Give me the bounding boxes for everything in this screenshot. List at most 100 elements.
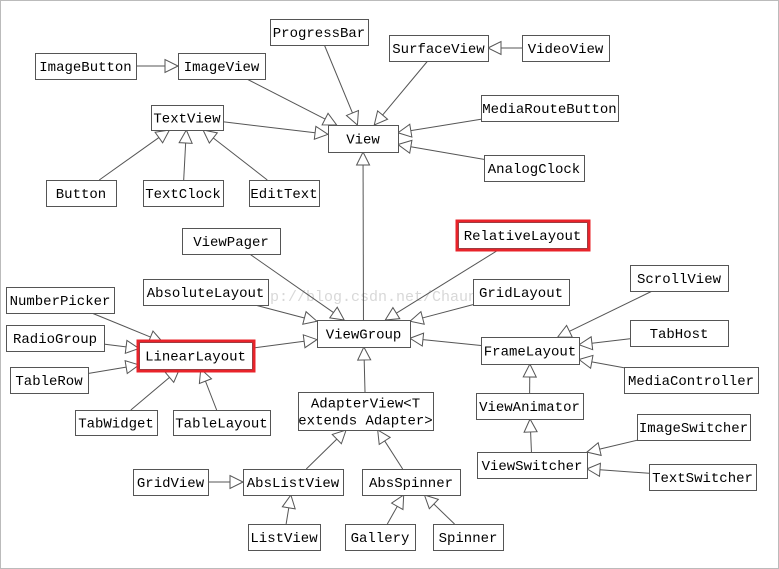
inheritance-arrowhead	[373, 109, 389, 126]
class-node-text-clock: TextClock	[143, 180, 224, 207]
edge-line	[98, 137, 160, 181]
inheritance-arrowhead	[408, 310, 425, 325]
class-node-tab-host: TabHost	[630, 320, 729, 347]
inheritance-arrowhead	[202, 129, 219, 145]
class-box	[243, 469, 344, 496]
edge-line	[204, 380, 218, 411]
class-node-view-switcher: ViewSwitcher	[477, 452, 588, 479]
class-node-frame-layout: FrameLayout	[481, 337, 580, 365]
class-box	[249, 180, 320, 207]
class-node-view-group: ViewGroup	[317, 320, 411, 348]
edge-progress-bar-to-view	[323, 44, 360, 127]
edge-line	[591, 361, 625, 369]
class-node-image-view: ImageView	[178, 53, 266, 80]
class-label: AnalogClock	[488, 162, 580, 178]
class-label: TextSwitcher	[652, 471, 753, 487]
inheritance-arrowhead	[396, 123, 413, 138]
inheritance-arrowhead	[486, 40, 502, 56]
class-box	[458, 222, 588, 249]
class-label: AbsListView	[247, 476, 340, 492]
class-box	[328, 125, 399, 153]
edge-media-route-button-to-view	[396, 118, 482, 138]
watermark: http://blog.csdn.net/ChaunYiYong	[243, 289, 531, 306]
class-label: ImageButton	[39, 60, 131, 76]
class-box	[630, 320, 729, 347]
inheritance-arrowhead	[408, 332, 425, 347]
edge-media-controller-to-frame-layout	[577, 354, 625, 370]
class-label: MediaController	[628, 374, 754, 390]
inheritance-arrowhead	[328, 306, 346, 321]
edge-surface-view-to-view	[373, 60, 429, 126]
class-node-text-view: TextView	[151, 105, 224, 131]
inheritance-arrowhead	[384, 306, 401, 321]
inheritance-arrowhead	[154, 129, 171, 144]
class-label: EditText	[250, 187, 317, 203]
class-node-view: View	[328, 125, 399, 153]
class-box	[630, 265, 729, 292]
edge-text-clock-to-text-view	[178, 128, 193, 181]
class-box	[649, 464, 757, 491]
class-box	[151, 105, 224, 131]
class-label: View	[346, 133, 380, 149]
class-box	[481, 337, 580, 365]
inheritance-arrowhead	[577, 335, 594, 351]
class-label: extends Adapter>	[298, 414, 432, 430]
edge-button-to-text-view	[98, 129, 171, 181]
edge-view-pager-to-view-group	[249, 253, 346, 321]
edge-gallery-to-abs-spinner	[386, 494, 405, 525]
class-node-edit-text: EditText	[249, 180, 320, 207]
edge-line	[213, 137, 268, 181]
class-node-grid-view: GridView	[133, 469, 209, 496]
class-label: ImageSwitcher	[639, 421, 748, 437]
class-box	[298, 392, 434, 431]
class-label: FrameLayout	[484, 345, 576, 361]
inheritance-arrowhead	[345, 109, 360, 127]
class-node-list-view: ListView	[248, 524, 321, 551]
class-node-linear-layout: LinearLayout	[136, 339, 256, 373]
edge-table-row-to-linear-layout	[87, 359, 141, 375]
edge-line	[87, 366, 127, 374]
edge-line	[591, 338, 631, 344]
edge-line	[363, 359, 366, 393]
class-label: TabHost	[650, 327, 709, 343]
class-node-tab-widget: TabWidget	[75, 410, 158, 436]
edge-grid-view-to-abs-list-view	[208, 474, 245, 490]
class-box	[317, 320, 411, 348]
class-label: VideoView	[528, 42, 604, 58]
class-node-text-switcher: TextSwitcher	[649, 464, 757, 491]
inheritance-arrowhead	[585, 462, 601, 478]
edge-image-view-to-view	[246, 78, 338, 126]
class-node-abs-list-view: AbsListView	[243, 469, 344, 496]
class-box	[484, 155, 585, 182]
inheritance-arrowhead	[229, 474, 245, 490]
inheritance-arrowhead	[396, 139, 413, 155]
edge-line	[410, 118, 482, 132]
class-label: ViewAnimator	[479, 400, 580, 416]
inheritance-arrowhead	[124, 339, 141, 355]
class-node-gallery: Gallery	[345, 524, 416, 551]
edge-line	[183, 142, 187, 181]
edge-line	[386, 506, 398, 525]
edge-line	[305, 438, 338, 470]
class-node-analog-clock: AnalogClock	[484, 155, 585, 182]
inheritance-arrowhead	[522, 362, 538, 378]
edge-line	[130, 376, 170, 411]
edge-image-switcher-to-view-switcher	[585, 439, 639, 457]
class-box	[637, 414, 751, 441]
inheritance-arrowhead	[331, 429, 347, 445]
edge-line	[91, 312, 151, 338]
edge-view-animator-to-frame-layout	[522, 362, 538, 394]
inheritance-arrowhead	[178, 128, 193, 144]
class-box	[75, 410, 158, 436]
highlight-outline	[136, 339, 256, 373]
class-label: Gallery	[351, 531, 410, 547]
inheritance-arrowhead	[523, 417, 538, 433]
class-node-absolute-layout: AbsoluteLayout	[143, 279, 269, 306]
edge-line	[249, 253, 334, 313]
class-label: TableRow	[15, 374, 83, 390]
class-node-media-route-button: MediaRouteButton	[481, 95, 619, 122]
class-box	[173, 410, 271, 436]
class-label: LinearLayout	[145, 350, 246, 366]
